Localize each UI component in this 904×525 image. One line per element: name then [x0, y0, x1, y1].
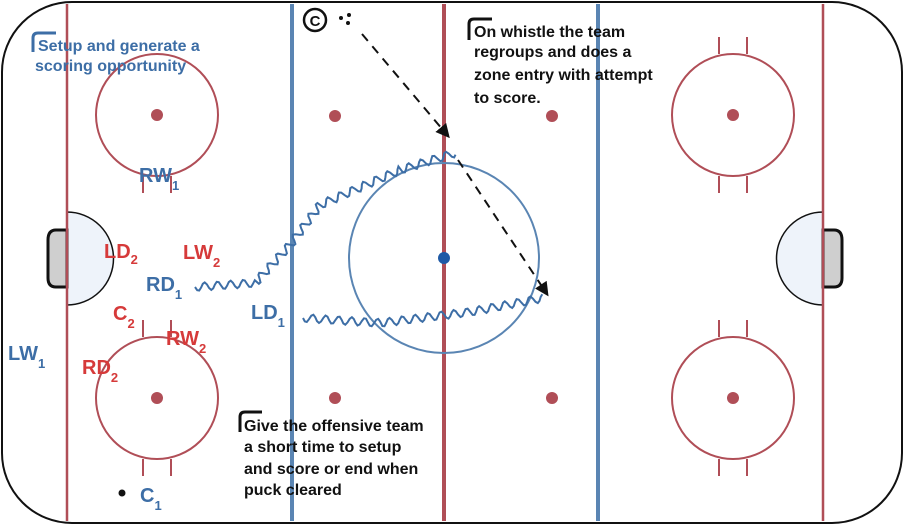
player-lw2: LW2 — [183, 242, 220, 270]
svg-text:On whistle the team: On whistle the team — [474, 24, 625, 41]
faceoff-circle-right-bottom — [671, 320, 795, 476]
note-bottom-center: Give the offensive team a short time to … — [238, 410, 424, 499]
note-top-left: Setup and generate a scoring opportunity — [31, 31, 200, 75]
neutral-dot-right-bottom — [546, 392, 558, 404]
svg-text:Give the offensive team: Give the offensive team — [244, 418, 424, 435]
player-rw2: RW2 — [166, 328, 206, 356]
left-goal-crease — [66, 211, 115, 306]
right-net — [821, 228, 844, 289]
svg-text:zone entry with attempt: zone entry with attempt — [474, 67, 653, 84]
player-rd1: RD1 — [146, 274, 182, 302]
player-lw1: LW1 — [8, 343, 45, 371]
svg-text:a short time to setup: a short time to setup — [244, 439, 402, 456]
left-net — [46, 228, 69, 289]
player-ld1: LD1 — [251, 302, 285, 330]
neutral-dot-left-bottom — [329, 392, 341, 404]
skate-path-wavy-top — [194, 150, 457, 292]
svg-text:C: C — [310, 13, 321, 30]
player-c1: C1 — [140, 485, 162, 513]
svg-text:Setup and generate a: Setup and generate a — [38, 38, 200, 55]
puck — [118, 489, 126, 497]
coach-icon: C — [302, 7, 351, 33]
note-top-right: On whistle the team regroups and does a … — [467, 17, 653, 107]
svg-text:and score or end when: and score or end when — [244, 461, 418, 478]
neutral-dot-left-top — [329, 110, 341, 122]
player-rw1: RW1 — [139, 165, 179, 193]
right-goal-crease — [775, 211, 824, 306]
skate-path-wavy-bottom — [302, 293, 544, 328]
svg-text:puck cleared: puck cleared — [244, 482, 342, 499]
dashed-arrow-to-circle — [457, 159, 549, 297]
svg-text:regroups and does a: regroups and does a — [474, 44, 631, 61]
faceoff-circle-left-top — [95, 53, 219, 193]
neutral-dot-right-top — [546, 110, 558, 122]
faceoff-circle-left-bottom — [95, 320, 219, 476]
center-dot — [438, 252, 450, 264]
player-ld2: LD2 — [104, 241, 138, 267]
dashed-arrow-coach-to-ice — [361, 33, 450, 139]
faceoff-circle-right-top — [671, 37, 795, 193]
player-c2: C2 — [113, 303, 135, 331]
svg-text:scoring opportunity: scoring opportunity — [35, 58, 186, 75]
player-rd2: RD2 — [82, 357, 118, 385]
center-circle — [348, 162, 540, 354]
svg-text:to score.: to score. — [474, 90, 541, 107]
